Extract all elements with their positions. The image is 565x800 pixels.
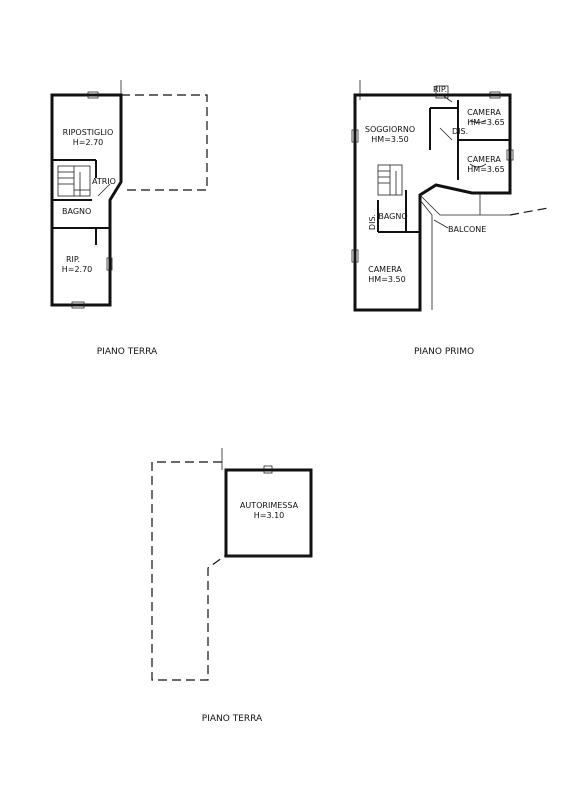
window <box>106 257 113 271</box>
plan-title-ground-floor: PIANO TERRA <box>97 347 158 357</box>
chimney-duct <box>435 85 449 99</box>
room-label-balcone: BALCONE <box>448 225 486 234</box>
room-height-autorimessa: H=3.10 <box>254 511 285 520</box>
door-swing <box>469 119 487 123</box>
door <box>439 127 453 141</box>
adjacent-area-dashed-outline <box>121 94 208 191</box>
room-label-autorimessa: AUTORIMESSA <box>240 501 299 510</box>
window <box>506 149 514 161</box>
room-label-dis: DIS. <box>368 214 377 230</box>
room-label-dis: DIS. <box>452 127 468 136</box>
room-height-soggiorno: HM=3.50 <box>371 135 408 144</box>
window <box>71 301 85 309</box>
room-height-camera: HM=3.65 <box>467 118 504 127</box>
plan-title-first-floor: PIANO PRIMO <box>414 347 474 357</box>
room-label-soggiorno: SOGGIORNO <box>365 125 415 134</box>
room-height-rip: H=2.70 <box>62 265 93 274</box>
window <box>351 249 359 263</box>
door <box>97 183 111 197</box>
room-label-rip: RIP. <box>66 255 80 264</box>
adjacent-area-dashed-outline <box>151 461 227 681</box>
window <box>87 91 99 99</box>
room-label-camera: CAMERA <box>467 108 501 117</box>
stair <box>57 165 91 197</box>
room-label-bagno: BAGNO <box>378 212 407 221</box>
ground-floor-plan: RIPOSTIGLIO H=2.70 ATRIO BAGNO RIP. H=2.… <box>50 80 208 357</box>
balcony-edge <box>419 199 433 310</box>
window <box>351 129 359 143</box>
room-label-bagno: BAGNO <box>62 207 91 216</box>
balcony-edge <box>419 194 510 216</box>
stair <box>377 164 403 196</box>
first-floor-outer-wall <box>353 93 512 312</box>
room-label-rip: RIP. <box>433 85 447 94</box>
window <box>489 91 501 99</box>
boundary-dashed <box>509 207 549 216</box>
room-label-ripostiglio: RIPOSTIGLIO <box>63 128 114 137</box>
room-height-camera: HM=3.65 <box>467 165 504 174</box>
first-floor-plan: RIP. CAMERA HM=3.65 SOGGIORNO HM=3.50 DI… <box>351 80 549 357</box>
plan-title-garage: PIANO TERRA <box>202 714 263 724</box>
room-label-camera: CAMERA <box>467 155 501 164</box>
garage-plan: AUTORIMESSA H=3.10 PIANO TERRA <box>151 448 313 724</box>
room-label-camera: CAMERA <box>368 265 402 274</box>
leader-line <box>441 94 453 103</box>
leader-line <box>433 219 449 229</box>
room-height-camera: HM=3.50 <box>368 275 405 284</box>
room-height-ripostiglio: H=2.70 <box>73 138 104 147</box>
door-swing <box>469 163 487 168</box>
window <box>263 465 273 474</box>
room-label-atrio: ATRIO <box>92 177 116 186</box>
